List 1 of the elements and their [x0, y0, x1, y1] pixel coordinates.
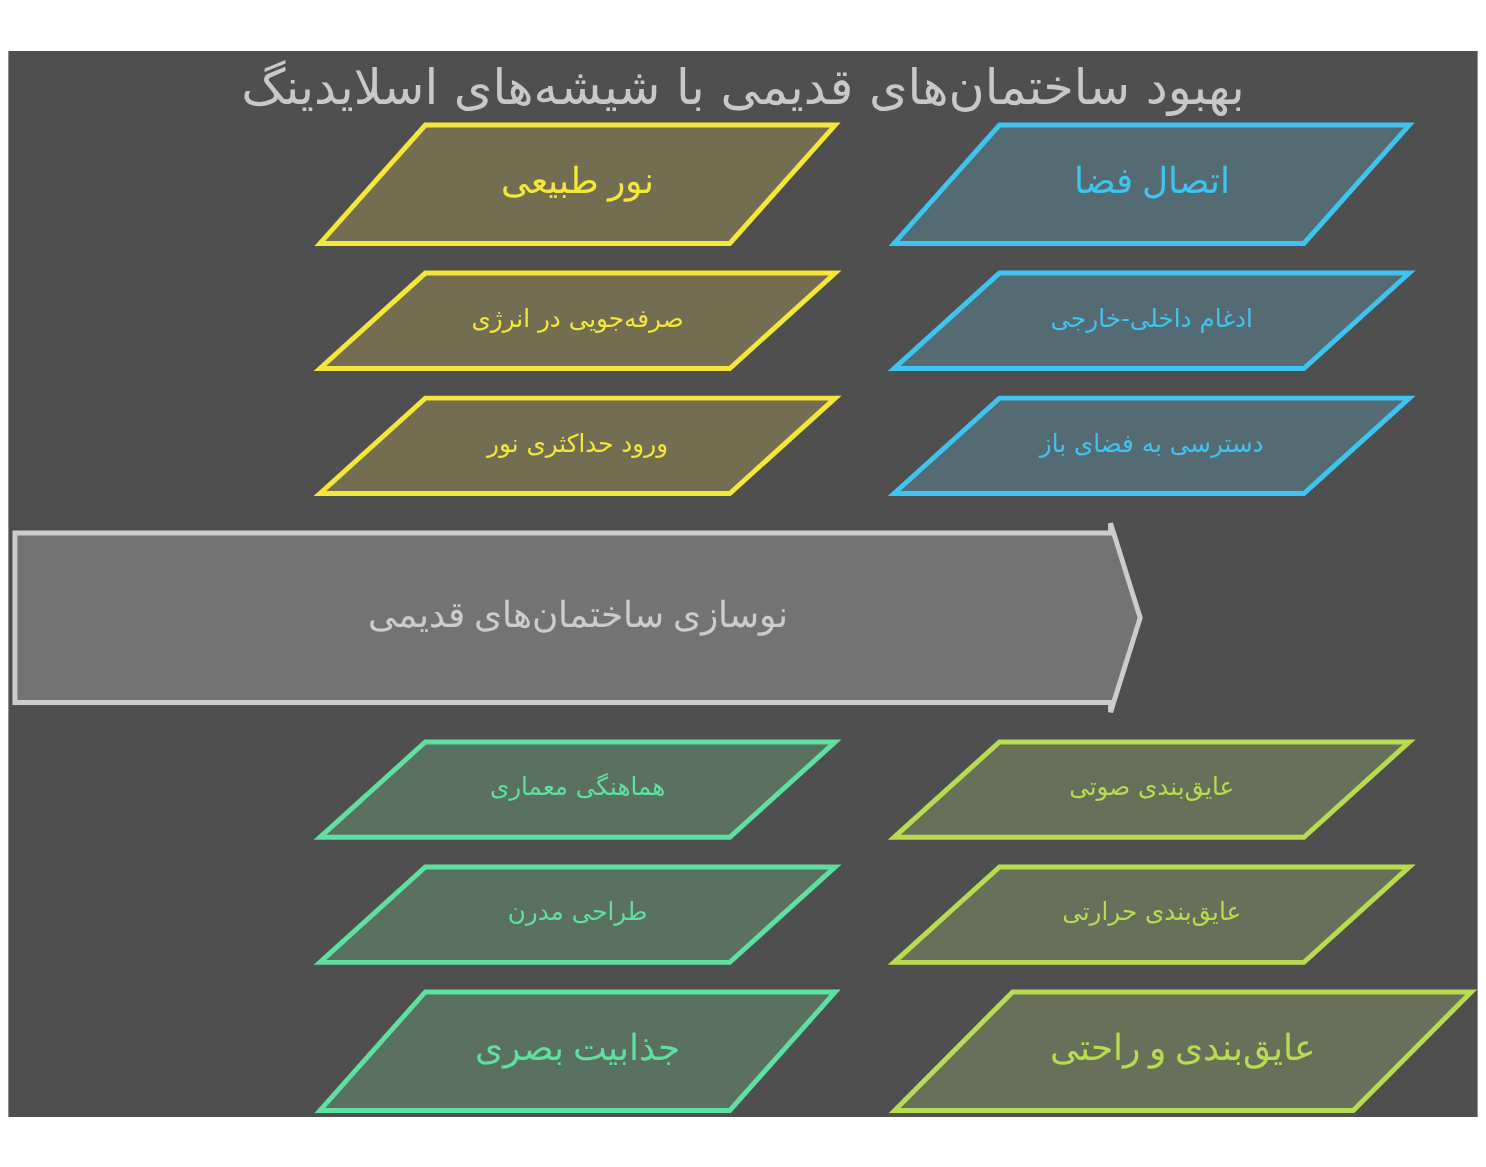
- diagram-title: بهبود ساختمان‌های قدیمی با شیشه‌های اسلایدینگ: [241, 57, 1245, 116]
